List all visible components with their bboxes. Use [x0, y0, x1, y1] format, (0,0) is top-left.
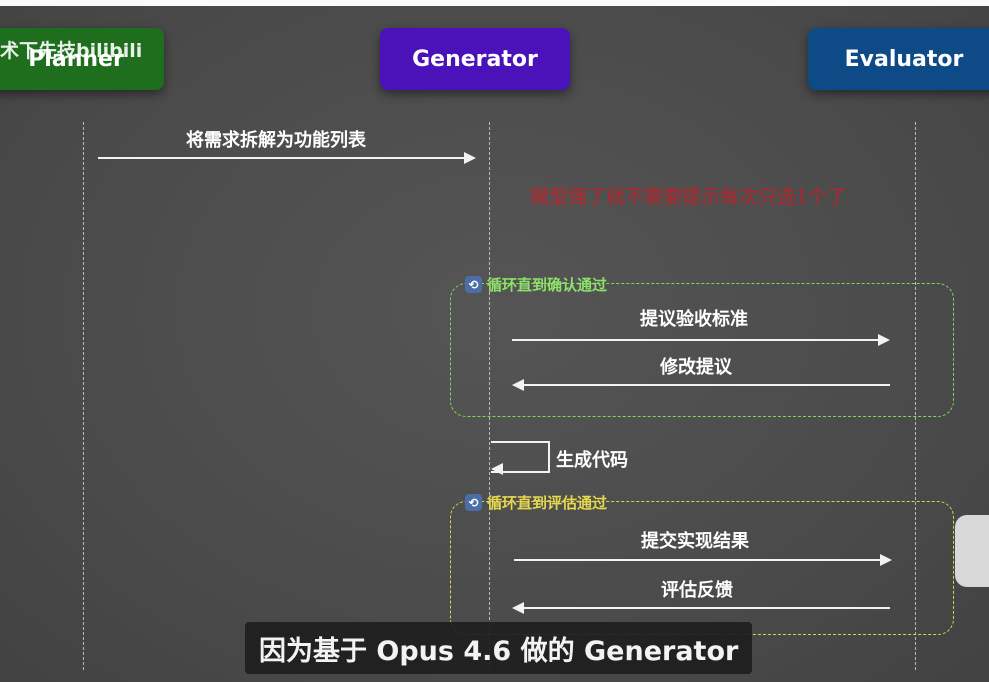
arrowhead-right-icon: [464, 152, 476, 164]
message-label-feedback: 评估反馈: [661, 580, 733, 601]
bilibili-watermark: 术下先技bilibili: [0, 40, 143, 62]
arrow-evaluator-to-generator: [512, 379, 890, 391]
loop-label-text: 循环直到评估通过: [487, 494, 608, 512]
loop-icon: ⟲: [465, 494, 482, 511]
arrowhead-left-icon: [512, 602, 524, 614]
arrowhead-right-icon: [880, 554, 892, 566]
self-message-arrow: [491, 441, 550, 473]
actor-evaluator: Evaluator: [808, 28, 989, 90]
lifeline-evaluator: [915, 122, 916, 670]
arrow-generator-to-evaluator-submit: [514, 554, 892, 566]
video-subtitle: 因为基于 Opus 4.6 做的 Generator: [245, 622, 753, 674]
arrowhead-left-icon: [491, 463, 503, 475]
top-strip: [0, 0, 989, 6]
message-label-submit: 提交实现结果: [641, 531, 749, 552]
arrowhead-left-icon: [512, 379, 524, 391]
lifeline-generator: [489, 122, 490, 670]
loop-frame-evaluate: [450, 501, 954, 635]
tv-mascot-icon: [955, 515, 989, 587]
message-label-propose: 提议验收标准: [640, 309, 748, 330]
diagram-background: [0, 6, 989, 682]
loop-label-confirm: ⟲ 循环直到确认通过: [465, 274, 607, 295]
message-label-revise: 修改提议: [660, 357, 732, 378]
loop-label-evaluate: ⟲ 循环直到评估通过: [465, 492, 607, 513]
loop-label-text: 循环直到确认通过: [487, 276, 608, 294]
message-label-decompose: 将需求拆解为功能列表: [186, 130, 366, 151]
handwritten-annotation: 模型强了就不需要提示每次只选1个了: [530, 186, 847, 208]
loop-icon: ⟲: [465, 276, 482, 293]
actor-generator: Generator: [380, 28, 570, 90]
arrowhead-right-icon: [878, 334, 890, 346]
arrow-planner-to-generator: [98, 152, 476, 164]
message-label-generate-code: 生成代码: [556, 450, 628, 471]
lifeline-planner: [83, 122, 84, 670]
loop-frame-confirm: [450, 283, 954, 417]
actor-planner: Planner: [0, 28, 164, 90]
arrow-generator-to-evaluator: [512, 334, 890, 346]
arrow-evaluator-to-generator-feedback: [512, 602, 890, 614]
